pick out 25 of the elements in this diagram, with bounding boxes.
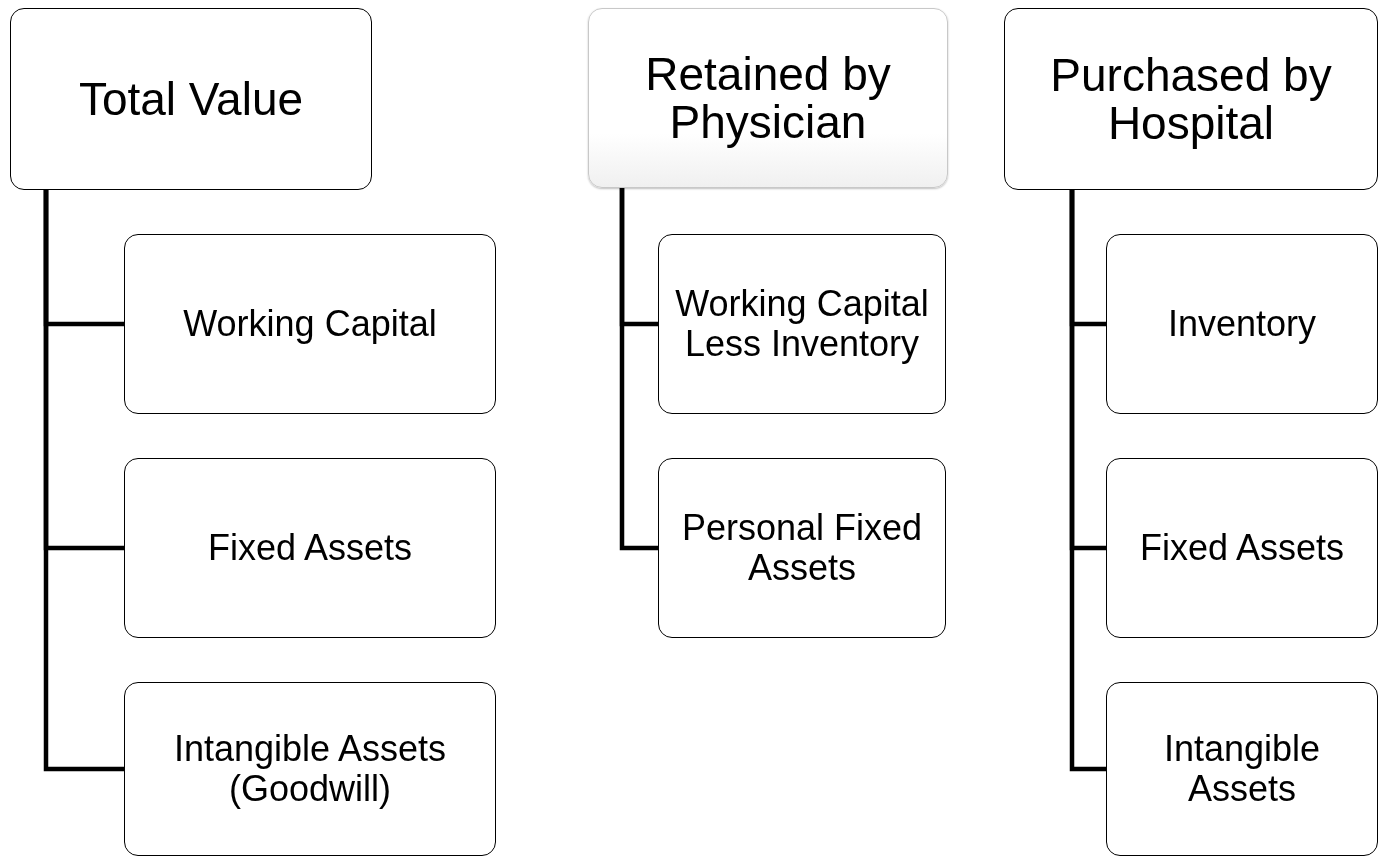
box-label: Intangible Assets (Goodwill) <box>172 729 448 809</box>
header-box <box>1004 8 1378 190</box>
header-box <box>10 8 372 190</box>
box-label: Fixed Assets <box>1138 528 1346 568</box>
item-box <box>658 458 946 638</box>
connector-line <box>1069 190 1106 772</box>
box-label: Fixed Assets <box>206 528 414 568</box>
connector-line <box>619 188 658 551</box>
connector-line <box>43 190 124 772</box>
header-box <box>588 8 948 188</box>
item-box <box>124 234 496 414</box>
item-box <box>124 682 496 856</box>
box-label: Total Value <box>77 74 305 124</box>
item-box <box>658 234 946 414</box>
item-box <box>1106 682 1378 856</box>
box-label: Working Capital <box>182 304 438 344</box>
box-label: Purchased by Hospital <box>1049 50 1333 148</box>
box-label: Inventory <box>1166 304 1318 344</box>
item-box <box>1106 234 1378 414</box>
item-box <box>1106 458 1378 638</box>
item-box <box>124 458 496 638</box>
box-label: Personal Fixed Assets <box>680 508 924 588</box>
box-label: Intangible Assets <box>1162 729 1322 809</box>
box-label: Retained by Physician <box>644 49 892 147</box>
box-label: Working Capital Less Inventory <box>674 284 930 364</box>
